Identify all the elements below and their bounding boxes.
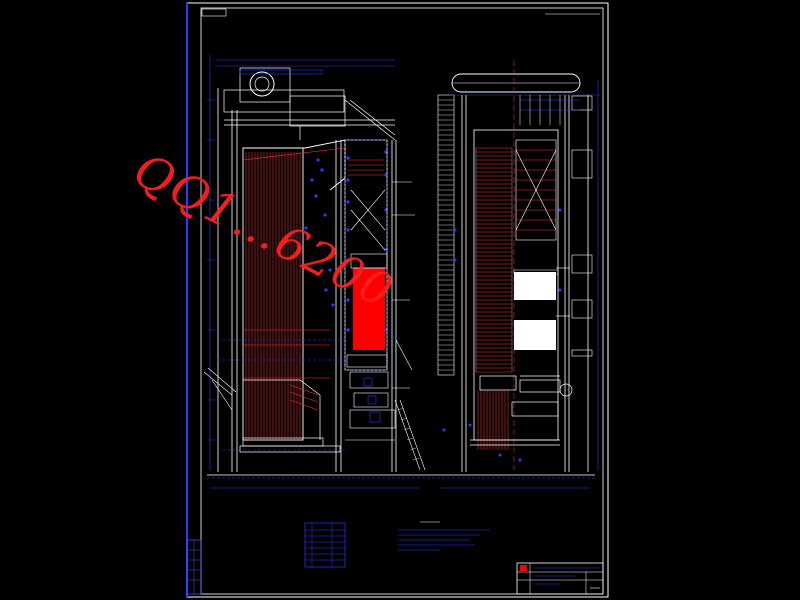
- technical-notes: [398, 521, 490, 551]
- steel-columns: [217, 88, 397, 472]
- back-pass-section: [344, 139, 396, 441]
- stairways: [203, 339, 426, 471]
- title-block: [516, 562, 604, 595]
- furnace-waterwall-tubes: [245, 152, 301, 440]
- heater-blocks: [513, 267, 570, 350]
- air-heater-block: [353, 268, 385, 350]
- roof-structure: [223, 89, 396, 141]
- front-drum: [451, 73, 581, 93]
- drawing-frame: [186, 2, 609, 598]
- side-elevation-view: [203, 55, 426, 472]
- ladder-column: [437, 94, 455, 376]
- parts-table: [304, 522, 346, 568]
- drawing-number-box: [201, 8, 227, 17]
- front-elevation-view: [437, 60, 600, 472]
- steam-drum: [239, 67, 323, 103]
- binding-margin: [186, 539, 202, 595]
- front-wall-tubes: [476, 147, 512, 450]
